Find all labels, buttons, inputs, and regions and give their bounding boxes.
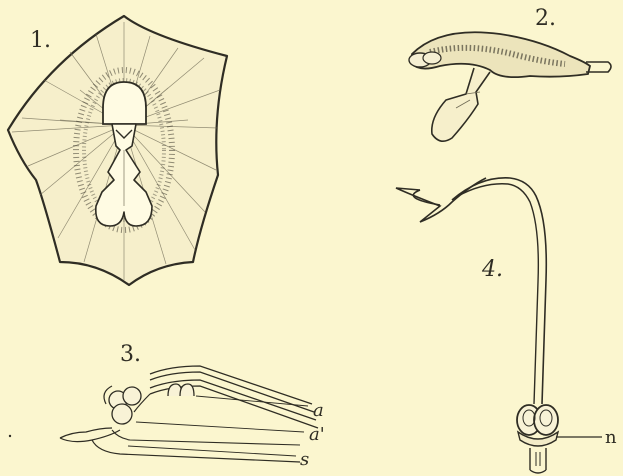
figure-2-number: 2. [535,6,556,31]
figure-1-number: 1. [30,28,51,53]
figure-3-number: 3. [120,342,141,367]
label-a-prime: a' [309,424,325,445]
label-n: n [605,427,617,448]
label-a: a [313,400,324,421]
column-section-icon [9,366,318,462]
flower-side-view-icon [409,32,611,141]
label-s: s [300,449,309,470]
pollinium-icon [396,178,602,473]
flower-front-view-icon [8,16,227,285]
figure-4-number: 4. [482,257,503,282]
